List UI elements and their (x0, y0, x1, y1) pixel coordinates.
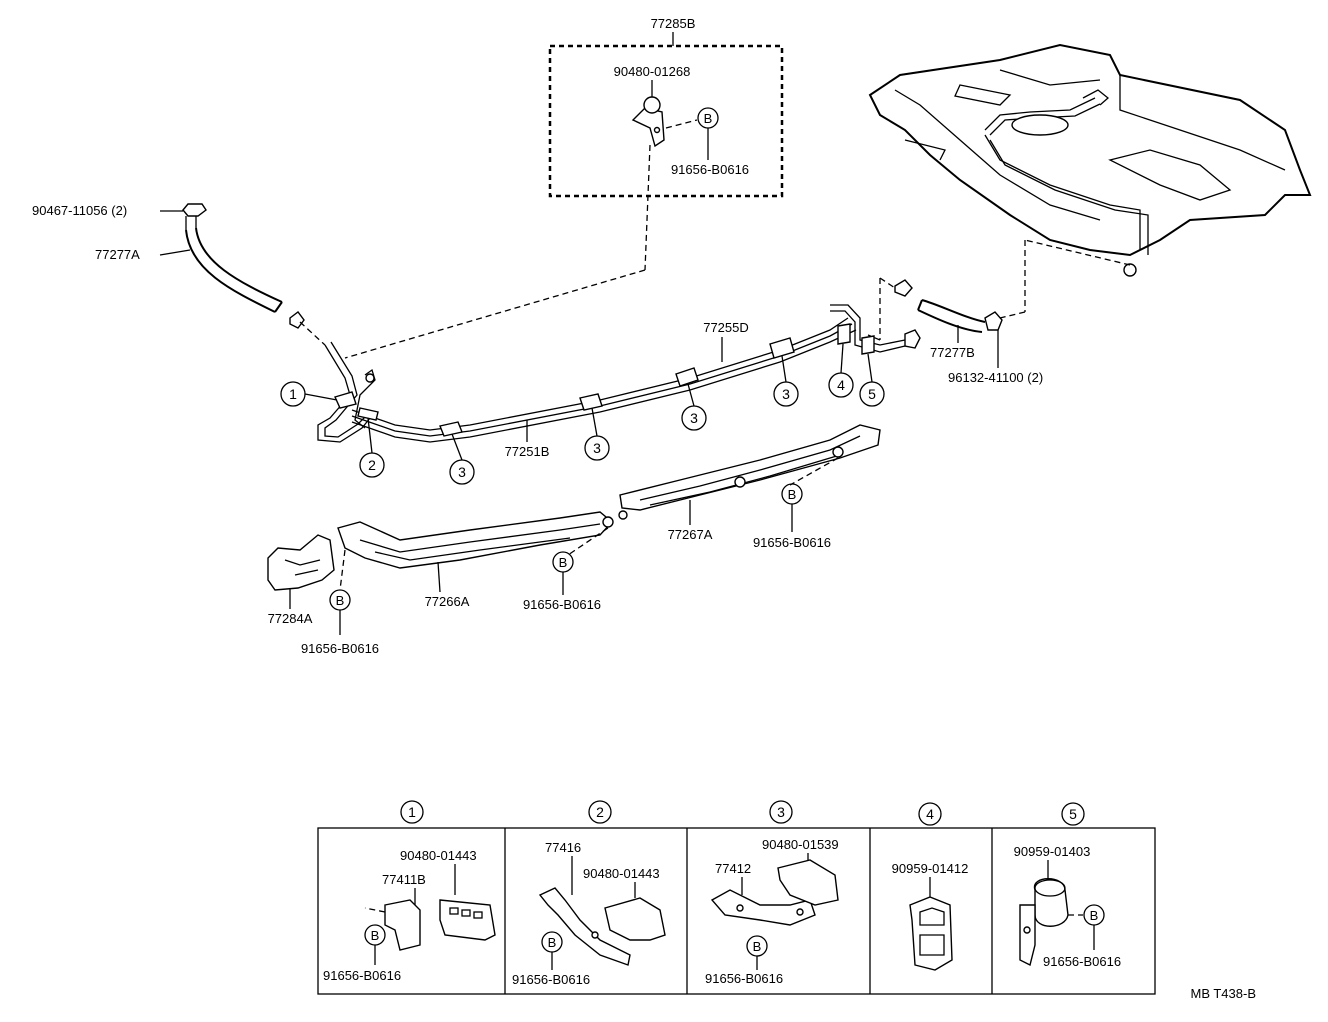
svg-text:B: B (1090, 908, 1099, 923)
svg-text:5: 5 (868, 386, 876, 402)
label-91656-B0616-mid: 91656-B0616 (523, 597, 601, 612)
svg-text:91656-B0616: 91656-B0616 (1043, 954, 1121, 969)
callout-1: 1 (280, 381, 338, 407)
callout-3d: 3 (773, 355, 799, 407)
label-91656-B0616-top: 91656-B0616 (671, 162, 749, 177)
label-77285B: 77285B (651, 16, 696, 31)
svg-text:2: 2 (368, 457, 376, 473)
bracket-clip-icon (631, 96, 665, 148)
label-77277B: 77277B (930, 345, 975, 360)
table-header-3: 3 (769, 800, 793, 824)
hose-77277B: 77277B 96132-41100 (2) (867, 277, 1043, 385)
table-cell-3: 90480-01539 77412 B 91656-B0616 (705, 837, 839, 986)
callout-5: 5 (859, 353, 885, 407)
label-77277A: 77277A (95, 247, 140, 262)
callout-3b: 3 (584, 407, 610, 461)
label-91656-B0616-right: 91656-B0616 (753, 535, 831, 550)
table-header-2: 2 (588, 800, 612, 824)
svg-text:B: B (371, 928, 380, 943)
table-cell-5: 90959-01403 B 91656-B0616 (1014, 844, 1121, 969)
svg-text:3: 3 (690, 410, 698, 426)
svg-text:B: B (548, 935, 557, 950)
table-cell-4: 90959-01412 (892, 861, 969, 971)
label-91656-B0616-left: 91656-B0616 (301, 641, 379, 656)
svg-text:91656-B0616: 91656-B0616 (705, 971, 783, 986)
bolt-b-callout: B (552, 551, 574, 573)
svg-text:B: B (704, 111, 713, 126)
callout-3a: 3 (449, 433, 475, 485)
table-header-1: 1 (400, 800, 424, 824)
label-96132-41100: 96132-41100 (2) (948, 370, 1043, 385)
table-cell-1: 90480-01443 77411B B 91656-B0616 (323, 848, 496, 983)
label-77251B: 77251B (505, 444, 550, 459)
svg-text:3: 3 (782, 386, 790, 402)
protector-77266A: 77266A B 91656-B0616 (337, 510, 628, 612)
svg-text:5: 5 (1069, 806, 1077, 822)
label-90467-11056: 90467-11056 (2) (32, 203, 127, 218)
fuel-pipe-assembly (317, 304, 921, 443)
protector-77284A: 77284A B 91656-B0616 (267, 534, 379, 656)
table-header-5: 5 (1061, 802, 1085, 826)
svg-text:1: 1 (408, 804, 416, 820)
svg-text:91656-B0616: 91656-B0616 (512, 972, 590, 987)
label-77255D: 77255D (703, 320, 749, 335)
diagram-code: MB T438-B (1190, 986, 1256, 1001)
svg-text:B: B (788, 487, 797, 502)
svg-text:90959-01412: 90959-01412 (892, 861, 969, 876)
svg-text:2: 2 (596, 804, 604, 820)
svg-text:B: B (336, 593, 345, 608)
svg-text:90959-01403: 90959-01403 (1014, 844, 1091, 859)
svg-text:90480-01539: 90480-01539 (762, 837, 839, 852)
svg-text:77411B: 77411B (382, 872, 426, 887)
svg-text:3: 3 (777, 804, 785, 820)
table-header-4: 4 (918, 802, 942, 826)
svg-text:4: 4 (837, 377, 845, 393)
label-77267A: 77267A (668, 527, 713, 542)
svg-text:1: 1 (289, 386, 297, 402)
svg-text:3: 3 (458, 464, 466, 480)
svg-text:3: 3 (593, 440, 601, 456)
label-77266A: 77266A (425, 594, 470, 609)
clamp-detail-table: 1 2 3 4 5 90480-01443 77411B (317, 800, 1156, 995)
svg-text:90480-01443: 90480-01443 (583, 866, 660, 881)
fuel-tank (868, 43, 1312, 277)
svg-text:77416: 77416 (545, 840, 581, 855)
table-cell-2: 77416 90480-01443 B 91656-B0616 (512, 840, 666, 987)
label-77284A: 77284A (268, 611, 313, 626)
callout-2: 2 (359, 417, 385, 478)
detail-77285B: 77285B 90480-01268 B 91656-B0616 (344, 16, 784, 359)
svg-text:90480-01443: 90480-01443 (400, 848, 477, 863)
callout-3c: 3 (681, 383, 707, 431)
bolt-b-callout: B (329, 589, 351, 611)
svg-text:B: B (559, 555, 568, 570)
callout-4: 4 (828, 343, 854, 398)
hose-clip-icon (289, 311, 305, 329)
svg-text:77412: 77412 (715, 861, 751, 876)
label-90480-01268: 90480-01268 (614, 64, 691, 79)
bolt-b-callout: B (781, 483, 803, 505)
svg-text:91656-B0616: 91656-B0616 (323, 968, 401, 983)
protector-77267A: 77267A B 91656-B0616 (619, 424, 881, 550)
bolt-b-callout: B (697, 107, 719, 129)
svg-text:4: 4 (926, 806, 934, 822)
hose-77277A: 90467-11056 (2) 77277A (32, 203, 326, 346)
svg-text:B: B (753, 939, 762, 954)
